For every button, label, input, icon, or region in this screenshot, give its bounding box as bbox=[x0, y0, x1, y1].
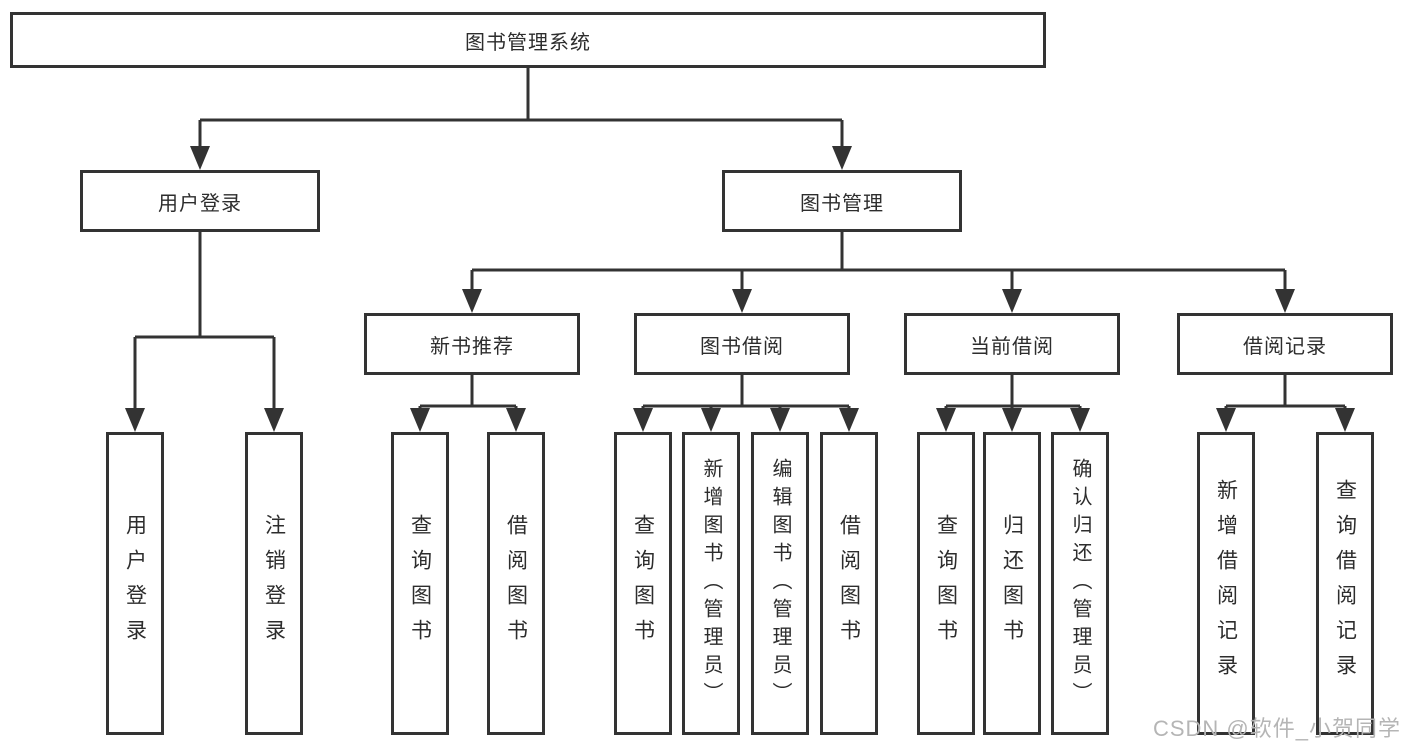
node-label: 图书管理 bbox=[800, 192, 884, 215]
node-label: 查询图书 bbox=[408, 513, 432, 654]
node-label: 查询图书 bbox=[631, 513, 655, 654]
node-leaf-borrow-books-2: 借阅图书 bbox=[820, 432, 878, 735]
node-label: 查询图书 bbox=[934, 513, 958, 654]
node-label: 借阅图书 bbox=[837, 513, 861, 654]
node-label: 用户登录 bbox=[158, 192, 242, 215]
node-leaf-query-books-1: 查询图书 bbox=[391, 432, 449, 735]
node-user-login: 用户登录 bbox=[80, 170, 320, 232]
connector-userlogin-trunk bbox=[135, 232, 274, 339]
connector-borrowing-trunk bbox=[643, 375, 849, 408]
node-leaf-return-books: 归还图书 bbox=[983, 432, 1041, 735]
node-label: 图书管理系统 bbox=[465, 31, 591, 54]
connector-newbook-trunk bbox=[420, 375, 516, 408]
node-book-borrowing: 图书借阅 bbox=[634, 313, 850, 375]
node-leaf-add-book-admin: 新增图书（管理员） bbox=[682, 432, 740, 735]
node-label: 归还图书 bbox=[1000, 513, 1024, 654]
node-leaf-user-login: 用户登录 bbox=[106, 432, 164, 735]
node-label: 用户登录 bbox=[123, 513, 147, 654]
node-borrowing-records: 借阅记录 bbox=[1177, 313, 1393, 375]
node-leaf-query-borrow-record: 查询借阅记录 bbox=[1316, 432, 1374, 735]
node-leaf-borrow-books-1: 借阅图书 bbox=[487, 432, 545, 735]
node-label: 新增借阅记录 bbox=[1214, 478, 1238, 689]
node-leaf-confirm-return-admin: 确认归还（管理员） bbox=[1051, 432, 1109, 735]
node-leaf-edit-book-admin: 编辑图书（管理员） bbox=[751, 432, 809, 735]
node-label: 新增图书（管理员） bbox=[700, 457, 722, 710]
csdn-watermark: CSDN @软件_小贺同学 bbox=[1152, 716, 1401, 741]
node-label: 查询借阅记录 bbox=[1333, 478, 1357, 689]
node-label: 借阅图书 bbox=[504, 513, 528, 654]
connector-bookmgmt-trunk bbox=[472, 232, 1285, 272]
node-leaf-logout: 注销登录 bbox=[245, 432, 303, 735]
node-leaf-query-books-3: 查询图书 bbox=[917, 432, 975, 735]
node-library-management-system: 图书管理系统 bbox=[10, 12, 1046, 68]
node-current-borrowing: 当前借阅 bbox=[904, 313, 1120, 375]
node-leaf-query-books-2: 查询图书 bbox=[614, 432, 672, 735]
connector-records-trunk bbox=[1226, 375, 1345, 408]
node-label: 注销登录 bbox=[262, 513, 286, 654]
node-label: 图书借阅 bbox=[700, 335, 784, 358]
node-label: 借阅记录 bbox=[1243, 335, 1327, 358]
connector-root-trunk bbox=[200, 68, 842, 122]
node-new-book-recommendation: 新书推荐 bbox=[364, 313, 580, 375]
node-leaf-add-borrow-record: 新增借阅记录 bbox=[1197, 432, 1255, 735]
node-book-management: 图书管理 bbox=[722, 170, 962, 232]
node-label: 确认归还（管理员） bbox=[1069, 457, 1091, 710]
connector-current-trunk bbox=[946, 375, 1080, 408]
node-label: 当前借阅 bbox=[970, 335, 1054, 358]
node-label: 新书推荐 bbox=[430, 335, 514, 358]
node-label: 编辑图书（管理员） bbox=[769, 457, 791, 710]
